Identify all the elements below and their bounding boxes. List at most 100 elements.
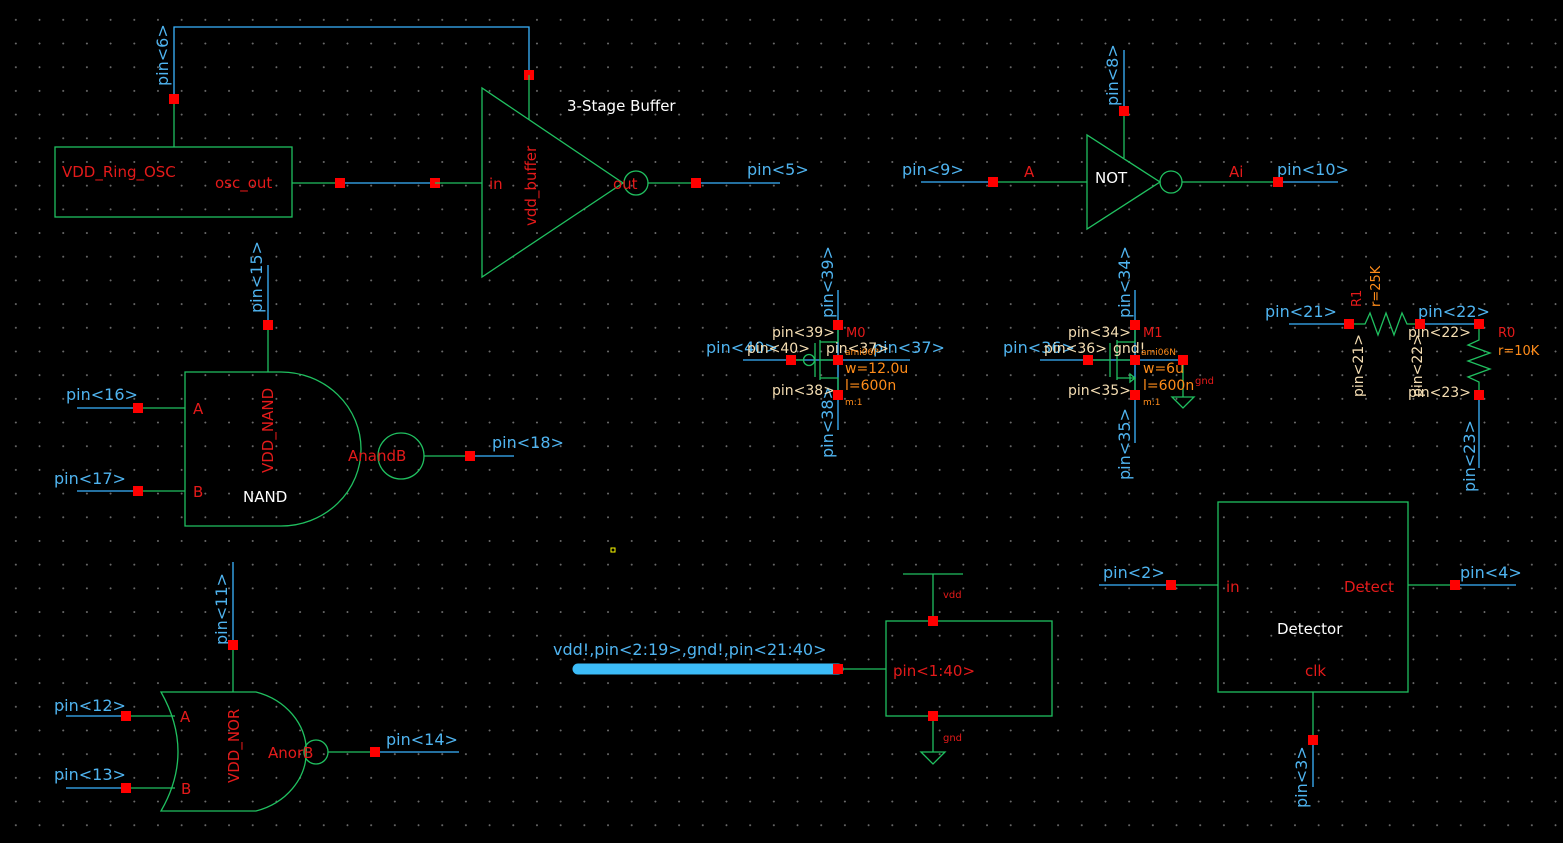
pin-square[interactable]	[928, 711, 938, 721]
pmos-term-source: pin<38>	[772, 383, 835, 399]
net-label-pin14: pin<14>	[386, 730, 458, 749]
nmos-drain	[1117, 325, 1136, 343]
pmos-transistor[interactable]: pin<39> pin<38> pin<40> pin<37> pin<39> …	[706, 246, 945, 458]
pin-square[interactable]	[833, 664, 843, 674]
pin-square[interactable]	[1130, 355, 1140, 365]
pmos-drain	[820, 325, 839, 343]
pin-square[interactable]	[121, 783, 131, 793]
ring-osc-block[interactable]: VDD_Ring_OSC osc_out	[54, 99, 340, 218]
buffer-in-label: in	[489, 175, 503, 193]
wire-pin6[interactable]	[173, 26, 530, 99]
pin-square[interactable]	[1166, 580, 1176, 590]
nor-body	[159, 691, 307, 812]
not-out-label: Ai	[1229, 163, 1243, 181]
ring-osc-instance-label: VDD_Ring_OSC	[62, 163, 176, 182]
net-label-pin40: pin<40>	[706, 338, 778, 357]
pmos-term-drain: pin<39>	[772, 325, 835, 341]
r0-term-22a: pin<22>	[1408, 325, 1471, 341]
pin-square[interactable]	[1415, 319, 1425, 329]
buffer-title: 3-Stage Buffer	[567, 97, 676, 115]
buffer-symbol[interactable]: 3-Stage Buffer vdd_buffer in out	[435, 75, 696, 279]
pin-square[interactable]	[833, 390, 843, 400]
cursor-marker	[610, 547, 616, 553]
vdd-label: vdd	[943, 590, 962, 601]
net-label-pin2: pin<2>	[1103, 563, 1165, 582]
pmos-length-label: l=600n	[845, 378, 896, 394]
nmos-term-source: pin<35>	[1068, 383, 1131, 399]
pin-square[interactable]	[465, 451, 475, 461]
net-label-pin12: pin<12>	[54, 696, 126, 715]
pin-square[interactable]	[1474, 390, 1484, 400]
net-label-pin13: pin<13>	[54, 765, 126, 784]
not-gate[interactable]: NOT A Ai	[993, 111, 1278, 231]
pin-square[interactable]	[928, 616, 938, 626]
nand-pin-b-label: B	[193, 483, 203, 501]
pin-square[interactable]	[1450, 580, 1460, 590]
net-label-pin36: pin<36>	[1003, 338, 1075, 357]
nmos-multiplier-label: m:1	[1143, 398, 1161, 408]
pin-square[interactable]	[1130, 320, 1140, 330]
pin-square[interactable]	[786, 355, 796, 365]
pin-square[interactable]	[691, 178, 701, 188]
net-label-pin9: pin<9>	[902, 160, 964, 179]
nor-pin-a-label: A	[180, 708, 191, 726]
nmos-length-label: l=600n	[1143, 378, 1194, 394]
nand-body	[184, 371, 362, 527]
net-label-pin8: pin<8>	[1103, 44, 1122, 106]
resistor-network[interactable]: pin<21> pin<22> pin<23> R1 r=25K R0 r=10…	[1265, 265, 1540, 492]
buffer-out-label: out	[613, 175, 638, 193]
gnd-symbol-icon	[919, 751, 947, 765]
detector-block[interactable]: in Detect Detector clk	[1171, 501, 1455, 740]
nmos-source-arrow	[1129, 372, 1137, 384]
net-label-pin34: pin<34>	[1115, 246, 1134, 318]
nmos-transistor[interactable]: pin<34> pin<35> pin<36> pin<34> pin<36> …	[1003, 246, 1214, 480]
pmos-model-label: ami06P	[845, 348, 879, 358]
net-label-pin16: pin<16>	[66, 385, 138, 404]
pin-square[interactable]	[1130, 390, 1140, 400]
pin-square[interactable]	[133, 486, 143, 496]
pin-square[interactable]	[169, 94, 179, 104]
buffer-supply-label: vdd_buffer	[522, 145, 541, 226]
bus-block[interactable]: vdd!,pin<2:19>,gnd!,pin<21:40> pin<1:40>…	[553, 573, 1053, 765]
net-label-pin39: pin<39>	[818, 246, 837, 318]
pin-square[interactable]	[1178, 355, 1188, 365]
net-label-pin5: pin<5>	[747, 160, 809, 179]
pin-square[interactable]	[1119, 106, 1129, 116]
pmos-instance-label: M0	[846, 326, 866, 341]
pin-square[interactable]	[228, 640, 238, 650]
resistor-r1-zigzag	[1349, 311, 1420, 337]
nand-gate[interactable]: A B VDD_NAND AnandB NAND	[138, 325, 470, 527]
pin-square[interactable]	[263, 320, 273, 330]
pin-square[interactable]	[833, 355, 843, 365]
pin-square[interactable]	[1308, 735, 1318, 745]
pin-square[interactable]	[1273, 177, 1283, 187]
nand-cell-label: NAND	[243, 488, 287, 506]
pin-square[interactable]	[1083, 355, 1093, 365]
pmos-source	[820, 377, 839, 395]
nor-pin-b-label: B	[181, 780, 191, 798]
pin-square[interactable]	[1344, 319, 1354, 329]
nor-gate[interactable]: A B VDD_NOR AnorB	[126, 645, 375, 812]
r1-value-label: r=25K	[1369, 265, 1384, 307]
pin-square[interactable]	[133, 403, 143, 413]
pin-square[interactable]	[335, 178, 345, 188]
gnd-label: gnd	[943, 733, 962, 744]
pin-square[interactable]	[370, 747, 380, 757]
nmos-gnd-label: gnd	[1195, 376, 1214, 387]
detector-out-label: Detect	[1344, 578, 1394, 596]
detector-in-label: in	[1226, 578, 1240, 596]
pin-square[interactable]	[1474, 319, 1484, 329]
pin-square[interactable]	[121, 711, 131, 721]
nmos-width-label: w=6u	[1143, 361, 1184, 377]
net-label-pin6: pin<6>	[153, 24, 172, 86]
net-label-pin17: pin<17>	[54, 469, 126, 488]
pmos-width-label: w=12.0u	[845, 361, 908, 377]
nmos-model-label: ami06N	[1141, 348, 1176, 358]
pin-square[interactable]	[988, 177, 998, 187]
pin-square[interactable]	[833, 320, 843, 330]
ground-symbol-icon	[1170, 396, 1196, 409]
not-cell-label: NOT	[1095, 169, 1128, 187]
r0-value-label: r=10K	[1498, 344, 1540, 359]
